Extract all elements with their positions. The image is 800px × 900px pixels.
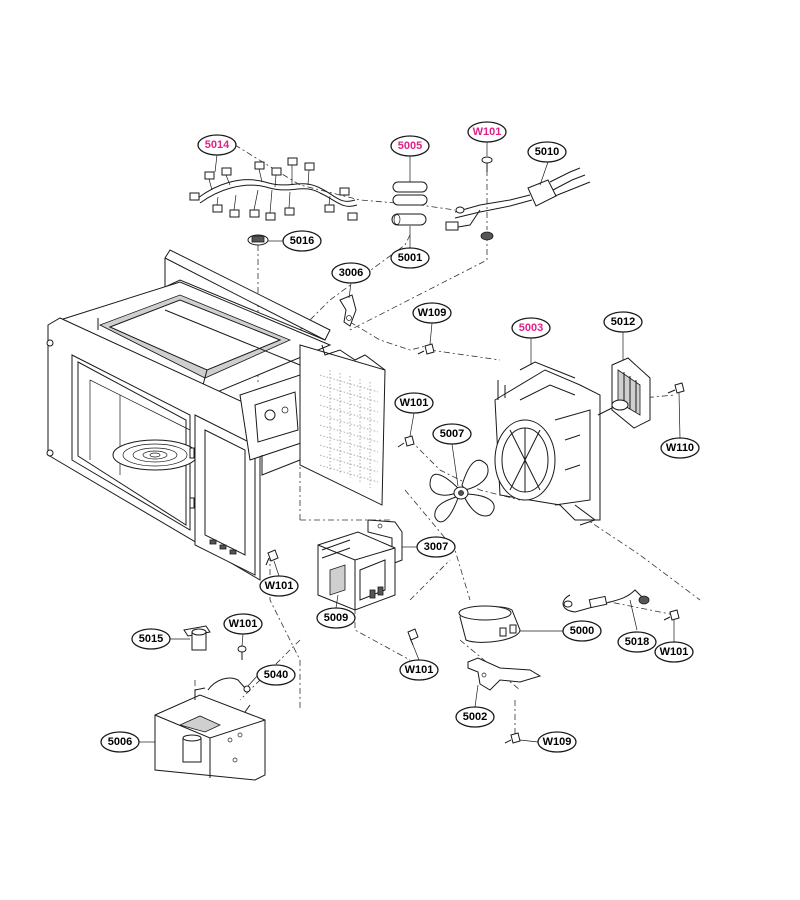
callout-label: 5009 xyxy=(324,612,348,624)
screw-w109-bottom xyxy=(504,732,521,744)
callout-label: 5001 xyxy=(398,252,422,264)
screw-w109-top xyxy=(417,343,435,355)
callout-5012: 5012 xyxy=(603,311,643,333)
fuse-5001 xyxy=(391,213,427,226)
latch-3006 xyxy=(339,294,357,327)
callout-w101-right: W101 xyxy=(654,641,694,663)
callout-label: W109 xyxy=(543,736,572,748)
callout-5001: 5001 xyxy=(390,247,430,269)
fan-duct-5003 xyxy=(494,361,601,526)
callout-5005: 5005 xyxy=(390,135,430,157)
callout-label: 5012 xyxy=(611,316,635,328)
diode-5018 xyxy=(562,589,650,613)
callout-label: W101 xyxy=(265,580,294,592)
callout-label: W101 xyxy=(473,126,502,138)
callout-label: 3007 xyxy=(424,541,448,553)
callout-label: 5016 xyxy=(290,235,314,247)
callout-label: 5005 xyxy=(398,140,422,152)
bracket-5002 xyxy=(467,657,542,691)
magnetron-5009 xyxy=(317,531,396,611)
screw-w101-small xyxy=(237,645,247,660)
callout-5015: 5015 xyxy=(131,628,171,650)
fan-motor-5012 xyxy=(597,357,651,429)
callout-w101-left: W101 xyxy=(259,575,299,597)
callout-label: 5000 xyxy=(570,625,594,637)
callout-label: 5018 xyxy=(625,636,649,648)
capacitor-5000 xyxy=(458,605,521,643)
callout-w109-bottom: W109 xyxy=(537,731,577,753)
callout-5006: 5006 xyxy=(100,731,140,753)
callout-5009: 5009 xyxy=(316,607,356,629)
screw-w101-right xyxy=(663,609,680,621)
callout-5010: 5010 xyxy=(527,141,567,163)
callout-3007: 3007 xyxy=(416,536,456,558)
fuses-5005 xyxy=(392,181,428,206)
screw-w110 xyxy=(667,382,685,394)
callout-label: 5040 xyxy=(264,669,288,681)
callout-label: 3006 xyxy=(339,267,363,279)
screw-w101-top xyxy=(481,156,493,172)
callout-label: 5010 xyxy=(535,146,559,158)
callout-5002: 5002 xyxy=(455,706,495,728)
callout-w101-top: W101 xyxy=(467,121,507,143)
callout-label: 5006 xyxy=(108,736,132,748)
callout-5003: 5003 xyxy=(511,317,551,339)
wire-harness-5014 xyxy=(189,157,358,221)
oven-cabinet xyxy=(46,249,386,581)
thermostat-5016 xyxy=(247,234,269,246)
callout-w101-mid: W101 xyxy=(394,392,434,414)
callout-5000: 5000 xyxy=(562,620,602,642)
power-cord-5010 xyxy=(445,167,591,241)
callout-label: 5014 xyxy=(205,139,230,151)
callout-label: W110 xyxy=(666,442,694,454)
callout-w109-top: W109 xyxy=(412,302,452,324)
callout-5016: 5016 xyxy=(282,230,322,252)
callout-label: W109 xyxy=(418,307,447,319)
callout-label: 5002 xyxy=(463,711,487,723)
callout-label: 5007 xyxy=(440,428,464,440)
screw-w101-mid xyxy=(397,435,415,448)
screw-w101-low xyxy=(407,628,419,646)
callout-label: W101 xyxy=(660,646,689,658)
transformer-5006 xyxy=(154,687,266,781)
callout-w101-small: W101 xyxy=(223,613,263,635)
callout-w110: W110 xyxy=(660,437,700,459)
callout-label: 5003 xyxy=(519,322,543,334)
callout-label: W101 xyxy=(405,664,434,676)
screw-w101-left xyxy=(265,549,279,566)
thermostat-5015 xyxy=(183,625,211,651)
fan-blade-5007 xyxy=(429,459,495,523)
callout-5007: 5007 xyxy=(432,423,472,445)
callout-label: W101 xyxy=(400,397,429,409)
wire-5040 xyxy=(207,677,251,693)
callout-3006: 3006 xyxy=(331,262,371,284)
callout-w101-low: W101 xyxy=(399,659,439,681)
callout-connectors xyxy=(139,142,681,743)
callout-5014: 5014 xyxy=(197,134,237,156)
callout-label: 5015 xyxy=(139,633,163,645)
callout-5018: 5018 xyxy=(617,631,657,653)
callout-label: W101 xyxy=(229,618,258,630)
callout-5040: 5040 xyxy=(256,664,296,686)
